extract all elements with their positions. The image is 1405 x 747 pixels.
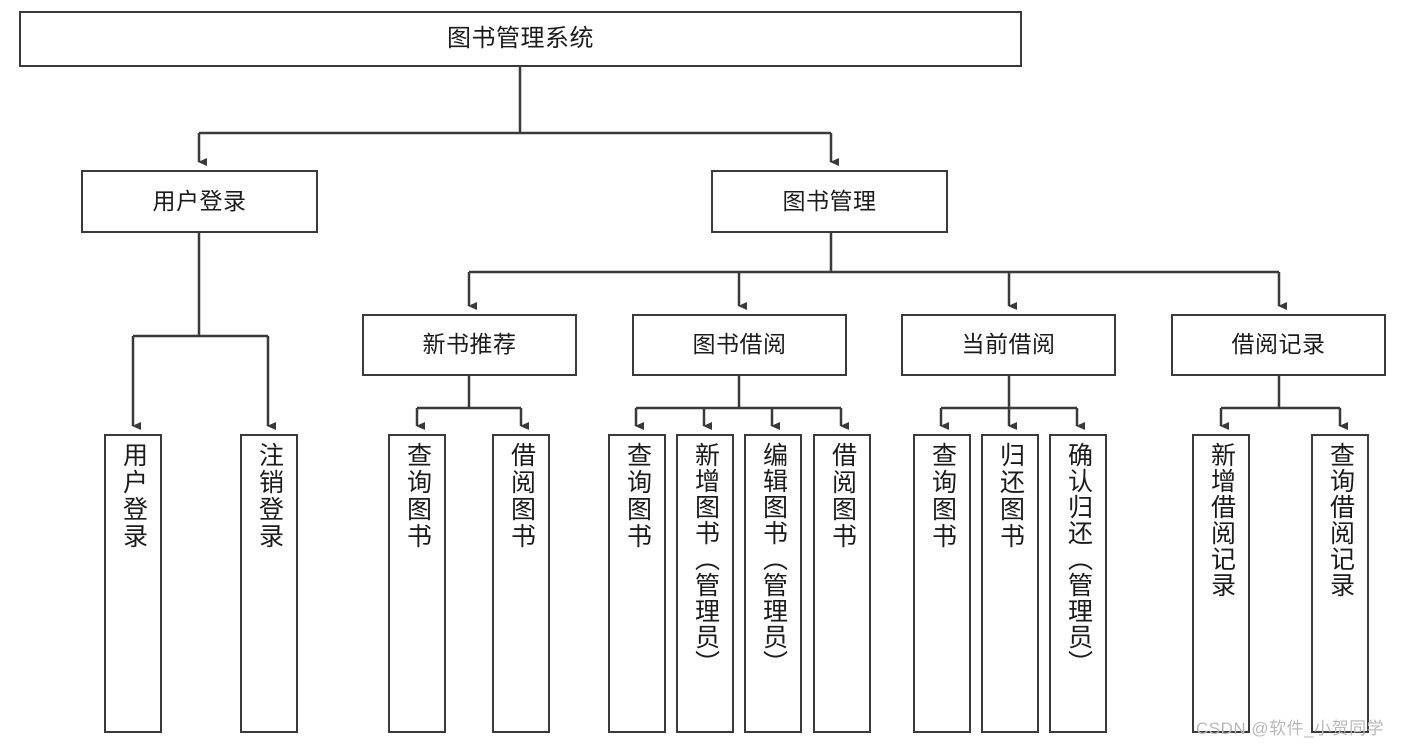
leaf-borrow-borrow-book[interactable]: 借阅图书: [813, 434, 871, 733]
leaf-new-book-query[interactable]: 查询图书: [388, 434, 446, 733]
node-new-book-recommend[interactable]: 新书推荐: [362, 314, 577, 376]
leaf-label: 注销登录: [255, 442, 284, 550]
leaf-current-return-book[interactable]: 归还图书: [981, 434, 1039, 733]
node-root[interactable]: 图书管理系统: [19, 11, 1022, 67]
leaf-label: 用户登录: [119, 442, 148, 550]
leaf-borrow-edit-book-admin[interactable]: 编辑图书（管理员）: [744, 434, 802, 733]
leaf-record-query[interactable]: 查询借阅记录: [1311, 434, 1369, 733]
leaf-new-book-borrow[interactable]: 借阅图书: [492, 434, 550, 733]
leaf-user-login-login[interactable]: 用户登录: [104, 434, 162, 733]
leaf-label: 查询借阅记录: [1326, 442, 1355, 598]
leaf-label: 确认归还（管理员）: [1064, 442, 1093, 676]
leaf-label: 查询图书: [623, 442, 652, 550]
node-book-management[interactable]: 图书管理: [711, 170, 948, 233]
node-current-borrow-label: 当前借阅: [961, 331, 1056, 358]
node-root-label: 图书管理系统: [447, 24, 594, 52]
leaf-user-login-logout[interactable]: 注销登录: [240, 434, 298, 733]
leaf-label: 编辑图书（管理员）: [759, 442, 788, 676]
node-user-login[interactable]: 用户登录: [81, 170, 318, 233]
leaf-label: 查询图书: [403, 442, 432, 550]
leaf-label: 查询图书: [928, 442, 957, 550]
leaf-current-confirm-return-admin[interactable]: 确认归还（管理员）: [1049, 434, 1107, 733]
node-user-login-label: 用户登录: [152, 187, 247, 214]
node-borrow-record[interactable]: 借阅记录: [1171, 314, 1386, 376]
leaf-label: 新增图书（管理员）: [691, 442, 720, 676]
leaf-borrow-query-book[interactable]: 查询图书: [608, 434, 666, 733]
node-book-borrow-label: 图书借阅: [692, 331, 787, 358]
leaf-record-add[interactable]: 新增借阅记录: [1192, 434, 1250, 733]
node-borrow-record-label: 借阅记录: [1231, 331, 1326, 358]
leaf-label: 新增借阅记录: [1207, 442, 1236, 598]
leaf-borrow-add-book-admin[interactable]: 新增图书（管理员）: [676, 434, 734, 733]
leaf-current-query-book[interactable]: 查询图书: [913, 434, 971, 733]
leaf-label: 借阅图书: [828, 442, 857, 550]
csdn-watermark: CSDN @软件_小贺同学: [1196, 719, 1385, 738]
node-current-borrow[interactable]: 当前借阅: [901, 314, 1116, 376]
leaf-label: 借阅图书: [507, 442, 536, 550]
node-book-borrow[interactable]: 图书借阅: [632, 314, 847, 376]
node-book-management-label: 图书管理: [782, 187, 877, 214]
node-new-book-recommend-label: 新书推荐: [422, 331, 517, 358]
leaf-label: 归还图书: [996, 442, 1025, 550]
